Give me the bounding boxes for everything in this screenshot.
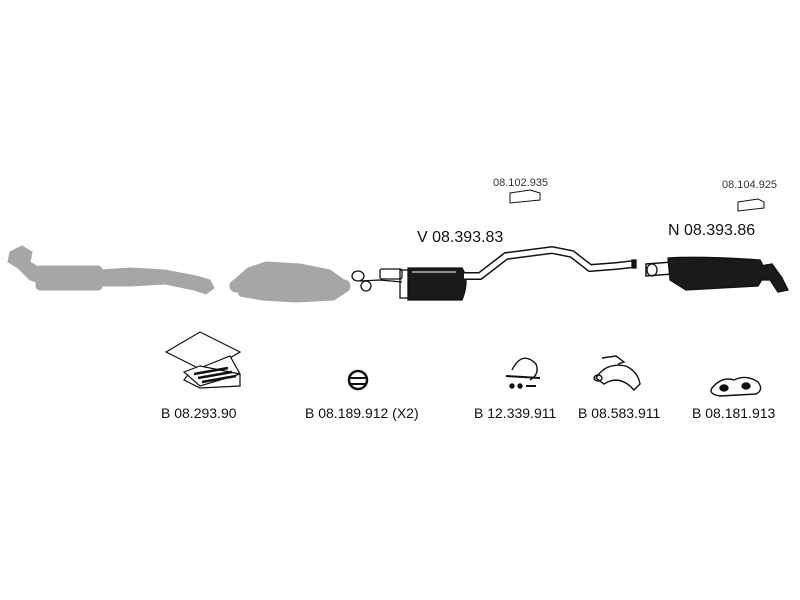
rubber-strap-hanger-icon (593, 355, 641, 392)
part-label-pipe-clamp: B 12.339.911 (474, 405, 557, 421)
mounting-kit-box-icon (164, 331, 242, 389)
part-label-mounting-kit: B 08.293.90 (161, 405, 237, 421)
ref-part-shapes (509, 189, 765, 212)
rubber-ring-hanger-icon (347, 369, 369, 391)
ref-part-front-label: 08.102.935 (493, 177, 549, 189)
pipe-clamp-icon (505, 357, 541, 389)
part-label-strap-hanger: B 08.583.911 (578, 405, 661, 421)
front-silencer-shape (351, 245, 637, 301)
rear-silencer-label: N 08.393.86 (668, 222, 756, 239)
catalytic-converter-shape (229, 261, 351, 303)
ref-part-rear-label: 08.104.925 (722, 179, 778, 191)
front-pipe-shape (7, 245, 215, 295)
rear-silencer-shape (645, 256, 789, 293)
rubber-mount-icon (710, 376, 762, 397)
part-label-rubber-mount: B 08.181.913 (692, 405, 776, 421)
front-silencer-label: V 08.393.83 (417, 229, 504, 246)
part-label-ring-hanger: B 08.189.912 (X2) (305, 405, 419, 421)
